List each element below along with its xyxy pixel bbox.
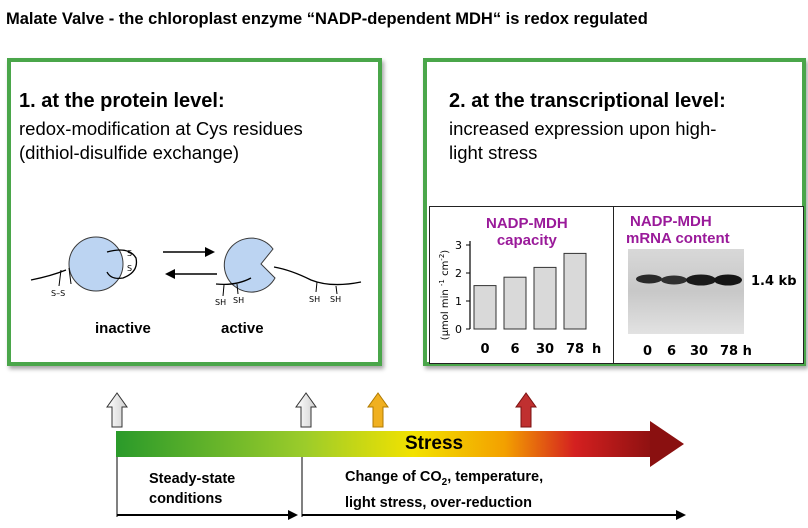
active-backbone-left	[215, 277, 252, 286]
active-sh-label2: SH	[233, 296, 244, 305]
y-tick-label: 0	[455, 323, 462, 336]
bar-78h	[563, 252, 587, 330]
steady-state-line2: conditions	[149, 491, 223, 507]
change-line2: light stress, over-reduction	[345, 494, 532, 511]
up-arrow-yellow-icon	[367, 392, 389, 428]
blot-tick-0: 0	[643, 344, 652, 359]
active-enzyme-icon	[223, 237, 276, 293]
bar-30h	[533, 266, 557, 330]
y-tick-label: 3	[455, 239, 462, 252]
transcriptional-description-line1: increased expression upon high-	[449, 118, 717, 139]
active-sh-label4: SH	[330, 295, 341, 304]
protein-level-description-line2: (dithiol-disulfide exchange)	[19, 142, 240, 163]
blot-band-0h	[636, 274, 662, 284]
up-arrow-red-icon	[515, 392, 537, 428]
mrna-blot-panel: NADP-MDH mRNA content 1.4 kb 0 6 30 78 h	[614, 206, 804, 364]
change-arrow	[302, 510, 686, 520]
x-unit-label: h	[592, 342, 601, 357]
transcriptional-level-heading: 2. at the transcriptional level:	[449, 90, 726, 112]
mrna-chart-title: NADP-MDH mRNA content	[626, 213, 730, 247]
blot-tick-78h: 78 h	[720, 344, 752, 359]
up-arrow-1-icon	[106, 392, 128, 428]
x-tick-label: 0	[480, 342, 489, 357]
change-conditions-label: Change of CO2, temperature, light stress…	[345, 467, 543, 513]
active-label: active	[221, 320, 264, 337]
steady-state-line1: Steady-state	[149, 471, 236, 487]
inactive-cys-stick2	[68, 267, 72, 285]
active-backbone-right	[273, 266, 362, 286]
inactive-enzyme-icon	[68, 236, 124, 292]
y-tick-label: 1	[455, 295, 462, 308]
active-sh-label1: SH	[215, 298, 226, 307]
stress-timeline	[106, 392, 686, 520]
blot-background	[628, 249, 744, 334]
blot-band-size-label: 1.4 kb	[751, 274, 797, 289]
stress-gradient-arrow	[116, 421, 684, 467]
mrna-title-line2: mRNA content	[626, 230, 730, 247]
protein-level-heading: 1. at the protein level:	[19, 90, 225, 112]
transcriptional-level-panel: 2. at the transcriptional level: increas…	[423, 58, 806, 366]
capacity-chart: NADP-MDH capacity (µmol min -1 cm-2) 0 1 2…	[429, 206, 614, 364]
page-title: Malate Valve - the chloroplast enzyme “N…	[6, 10, 648, 28]
blot-band-30h	[686, 274, 716, 286]
bar-0h	[473, 285, 497, 330]
y-axis-label: (µmol min -1 cm-2)	[438, 250, 451, 341]
transcriptional-description-line2: light stress	[449, 142, 538, 163]
up-arrow-2-icon	[295, 392, 317, 428]
capacity-chart-title: NADP-MDH capacity	[486, 215, 568, 249]
stress-label: Stress	[405, 433, 464, 454]
x-tick-label: 30	[536, 342, 554, 357]
protein-level-panel: 1. at the protein level: redox-modificat…	[7, 58, 382, 366]
mrna-title-line1: NADP-MDH	[630, 213, 712, 230]
steady-state-label: Steady-state conditions	[149, 469, 235, 509]
capacity-title-line1: NADP-MDH	[486, 215, 568, 232]
northern-blot-image: 1.4 kb 0 6 30 78 h	[628, 249, 797, 359]
active-sh-label3: SH	[309, 295, 320, 304]
capacity-title-line2: capacity	[496, 232, 557, 249]
redox-enzyme-diagram: S S S–S SH SH SH SH	[30, 236, 362, 307]
bar-6h	[503, 276, 527, 330]
blot-band-6h	[661, 275, 687, 285]
inactive-label: inactive	[95, 320, 151, 337]
equilibrium-arrows-icon	[163, 247, 217, 279]
x-tick-label: 6	[510, 342, 519, 357]
blot-tick-6: 6	[667, 344, 676, 359]
disulfide-s-bottom: S	[127, 264, 132, 273]
protein-level-description-line1: redox-modification at Cys residues	[19, 118, 303, 139]
inactive-backbone	[30, 269, 67, 281]
y-tick-label: 2	[455, 267, 462, 280]
inactive-loop	[106, 249, 138, 280]
change-line1: Change of CO2, temperature,	[345, 469, 544, 488]
inactive-ss-label: S–S	[51, 289, 65, 298]
blot-band-78h	[714, 274, 742, 286]
x-tick-label: 78	[566, 342, 584, 357]
blot-tick-30: 30	[690, 344, 708, 359]
steady-state-arrow	[117, 510, 298, 520]
inactive-cys-stick1	[58, 269, 62, 287]
disulfide-s-top: S	[127, 249, 132, 258]
